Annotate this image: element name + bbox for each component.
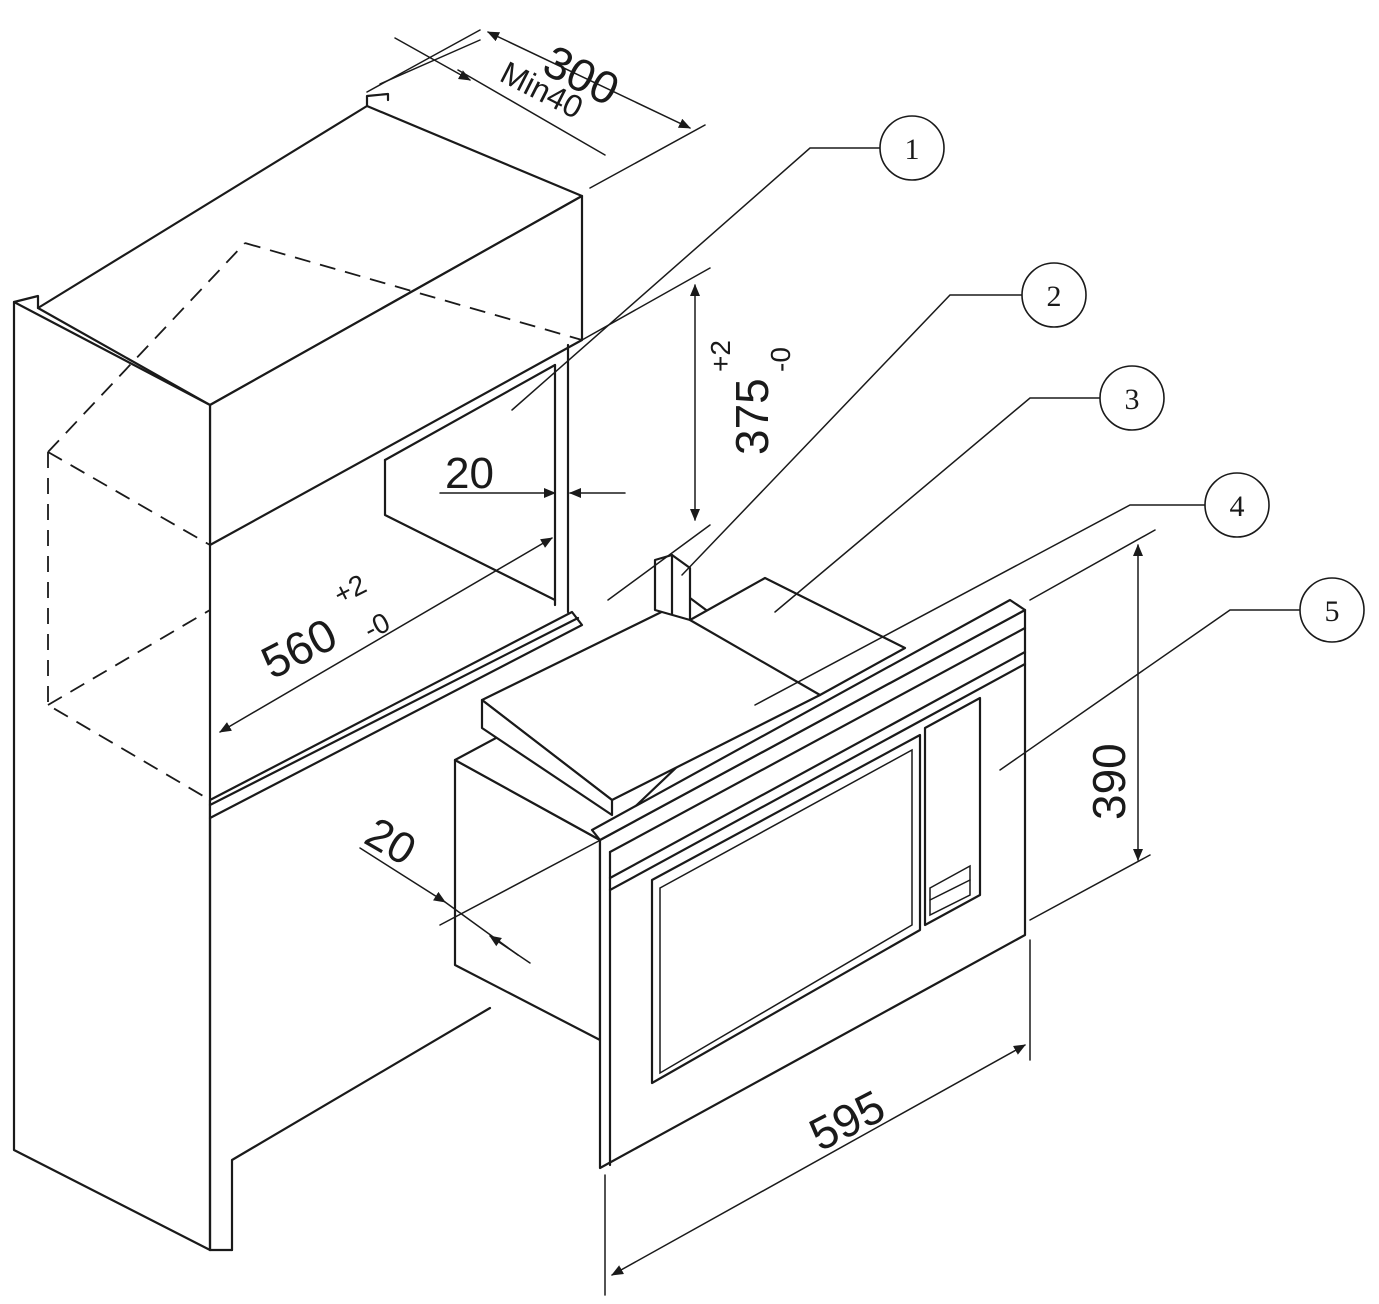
- callouts: 1 2 3 4 5: [511, 115, 1365, 771]
- dim-20-top: 20: [445, 449, 494, 498]
- callout-label-1: 1: [905, 133, 920, 166]
- dim-375-tol-plus: +2: [705, 340, 736, 372]
- dim-560-tol-plus: +2: [329, 568, 372, 610]
- dim-595: 595: [801, 1080, 893, 1161]
- dim-560: 560: [253, 608, 345, 689]
- callout-circle-5: [1299, 577, 1365, 643]
- dim-375: 375: [726, 378, 778, 455]
- callout-label-3: 3: [1125, 383, 1140, 416]
- callout-circle-2: [1021, 262, 1087, 328]
- dim-20-side: 20: [357, 808, 424, 875]
- dim-390: 390: [1083, 743, 1135, 820]
- dim-375-tol-minus: -0: [765, 347, 796, 372]
- microwave-appliance: [453, 553, 1027, 1170]
- callout-circle-4: [1204, 472, 1270, 538]
- callout-label-2: 2: [1047, 280, 1062, 313]
- callout-circle-3: [1099, 365, 1165, 431]
- callout-circle-1: [879, 115, 945, 181]
- dim-560-tol-minus: -0: [359, 606, 395, 645]
- callout-label-4: 4: [1230, 490, 1245, 523]
- dimension-lines: [219, 29, 1156, 1296]
- callout-label-5: 5: [1325, 595, 1340, 628]
